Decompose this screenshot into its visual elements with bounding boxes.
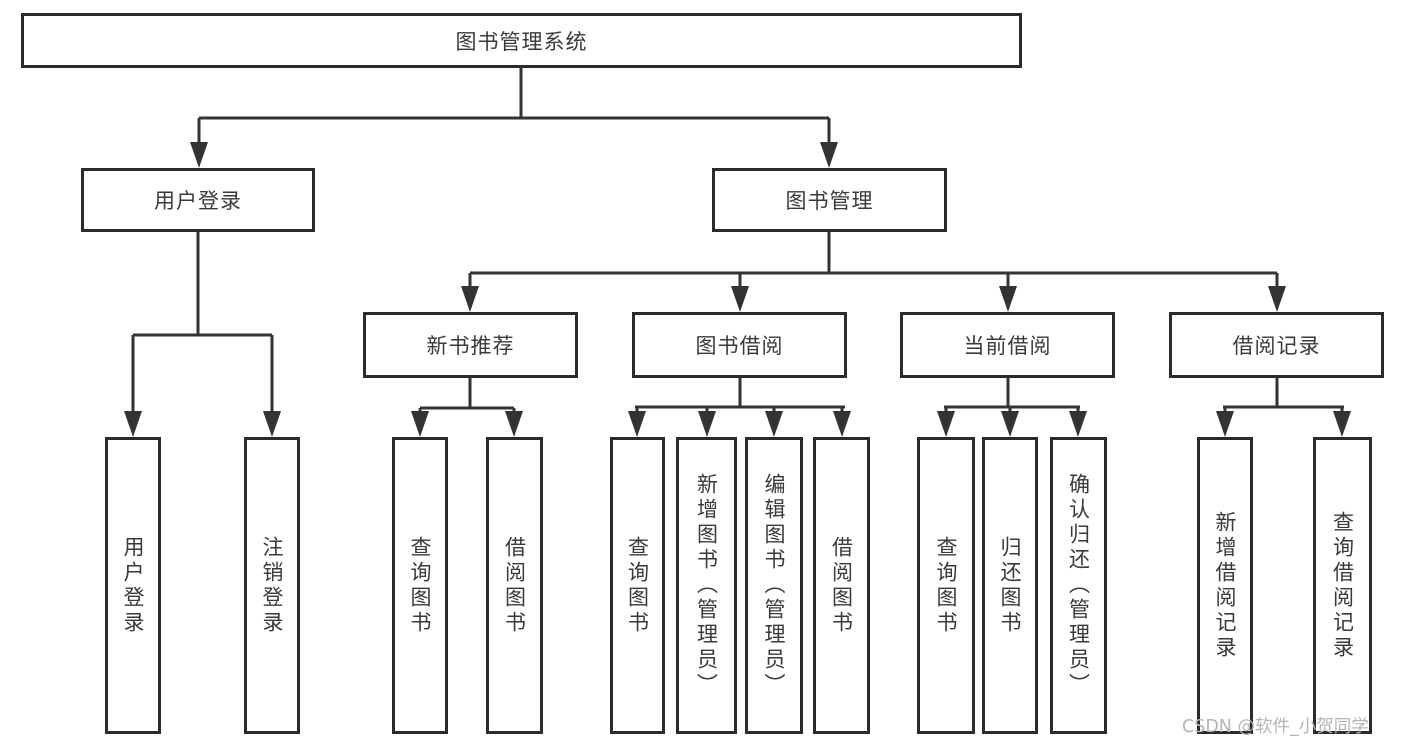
node-label: 图书管理 xyxy=(785,189,874,213)
node-label: 查询图书 xyxy=(625,535,650,636)
node-label: 新增借阅记录 xyxy=(1213,510,1238,661)
node-user-login: 用户登录 xyxy=(81,168,315,232)
node-label: 归还图书 xyxy=(998,535,1023,636)
node-current-borrowing: 当前借阅 xyxy=(900,312,1115,378)
node-label: 查询图书 xyxy=(934,535,959,636)
node-label: 查询借阅记录 xyxy=(1330,510,1355,661)
node-leaf-logout: 注销登录 xyxy=(244,437,300,734)
node-label: 借阅图书 xyxy=(502,535,527,636)
node-label: 图书管理系统 xyxy=(455,29,588,54)
node-label: 当前借阅 xyxy=(963,334,1052,358)
node-label: 新书推荐 xyxy=(426,334,515,358)
node-library-management-system: 图书管理系统 xyxy=(21,13,1022,68)
node-leaf-return-book: 归还图书 xyxy=(982,437,1038,734)
node-leaf-confirm-return-admin: 确认归还（管理员） xyxy=(1050,437,1107,734)
node-label: 确认归还（管理员） xyxy=(1066,473,1091,698)
node-label: 查询图书 xyxy=(408,535,433,636)
node-book-management: 图书管理 xyxy=(712,168,947,232)
node-leaf-query-books-current: 查询图书 xyxy=(917,437,975,734)
node-leaf-borrow-books-recommend: 借阅图书 xyxy=(486,437,543,734)
node-borrowing-records: 借阅记录 xyxy=(1169,312,1384,378)
node-label: 编辑图书（管理员） xyxy=(762,473,787,698)
node-leaf-borrow-books-borrowing: 借阅图书 xyxy=(813,437,870,734)
node-label: 图书借阅 xyxy=(695,334,784,358)
node-label: 注销登录 xyxy=(260,535,285,636)
node-leaf-query-books-borrowing: 查询图书 xyxy=(610,437,665,734)
node-leaf-edit-book-admin: 编辑图书（管理员） xyxy=(745,437,803,734)
node-leaf-add-book-admin: 新增图书（管理员） xyxy=(676,437,737,734)
node-new-book-recommendation: 新书推荐 xyxy=(363,312,578,378)
node-label: 用户登录 xyxy=(154,189,242,213)
node-label: 用户登录 xyxy=(121,535,146,636)
node-leaf-query-borrow-record: 查询借阅记录 xyxy=(1313,437,1372,734)
csdn-watermark: CSDN @软件_小贺同学 xyxy=(1182,717,1369,737)
node-label: 新增图书（管理员） xyxy=(694,473,719,698)
node-leaf-user-login: 用户登录 xyxy=(105,437,161,734)
node-label: 借阅图书 xyxy=(829,535,854,636)
node-label: 借阅记录 xyxy=(1232,334,1321,358)
node-book-borrowing: 图书借阅 xyxy=(632,312,847,378)
node-leaf-query-books-recommend: 查询图书 xyxy=(392,437,448,734)
node-leaf-add-borrow-record: 新增借阅记录 xyxy=(1197,437,1253,734)
